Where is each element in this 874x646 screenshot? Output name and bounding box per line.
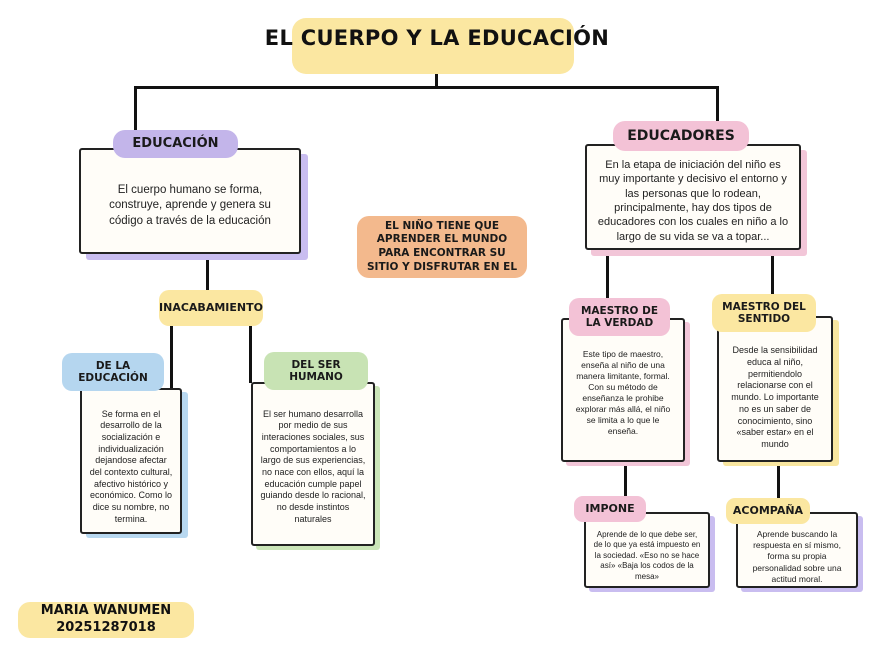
impone-text: Aprende de lo que debe ser, de lo que ya…: [593, 530, 701, 581]
educacion-box: El cuerpo humano se forma, construye, ap…: [79, 148, 301, 254]
connector-verdad-to-impone: [624, 462, 627, 502]
educadores-box: En la etapa de iniciación del niño es mu…: [585, 144, 801, 250]
de-la-educacion-box: Se forma en el desarrollo de la socializ…: [80, 388, 182, 534]
acompana-label: ACOMPAÑA: [726, 498, 810, 524]
connector-title-stem: [435, 72, 438, 88]
connector-educadores-right: [771, 250, 774, 298]
del-ser-humano-text: El ser humano desarrolla por medio de su…: [260, 408, 366, 524]
page-title: EL CUERPO Y LA EDUCACIÓN: [264, 26, 610, 50]
connector-inacabamiento-right: [249, 325, 252, 383]
del-ser-humano-label: DEL SER HUMANO: [264, 352, 368, 390]
de-la-educacion-text: Se forma en el desarrollo de la socializ…: [89, 408, 173, 524]
connector-sentido-to-acompana: [777, 462, 780, 502]
connector-top-horizontal: [135, 86, 719, 89]
acompana-text: Aprende buscando la respuesta en sí mism…: [752, 529, 842, 584]
connector-right-drop: [716, 86, 719, 148]
maestro-sentido-text: Desde la sensibilidad educa al niño, per…: [731, 345, 819, 449]
maestro-sentido-label: MAESTRO DEL SENTIDO: [712, 294, 816, 332]
author-name: MARIA WANUMEN: [40, 603, 172, 618]
educacion-label: EDUCACIÓN: [113, 130, 238, 158]
impone-label: IMPONE: [574, 496, 646, 522]
educadores-label: EDUCADORES: [613, 121, 749, 151]
author-highlight: [18, 602, 194, 638]
de-la-educacion-label: DE LA EDUCACIÓN: [62, 353, 164, 391]
connector-left-drop: [134, 86, 137, 150]
maestro-verdad-box: Este tipo de maestro, enseña al niño de …: [561, 318, 685, 462]
maestro-sentido-box: Desde la sensibilidad educa al niño, per…: [717, 316, 833, 462]
del-ser-humano-box: El ser humano desarrolla por medio de su…: [251, 382, 375, 546]
inacabamiento-label: INACABAMIENTO: [159, 290, 263, 326]
acompana-box: Aprende buscando la respuesta en sí mism…: [736, 512, 858, 588]
connector-inacabamiento-left: [170, 325, 173, 389]
maestro-verdad-text: Este tipo de maestro, enseña al niño de …: [575, 348, 671, 437]
title-highlight: [292, 18, 574, 74]
impone-box: Aprende de lo que debe ser, de lo que ya…: [584, 512, 710, 588]
author-id: 20251287018: [56, 620, 156, 635]
maestro-verdad-label: MAESTRO DE LA VERDAD: [569, 298, 670, 336]
center-note: EL NIÑO TIENE QUE APRENDER EL MUNDO PARA…: [357, 216, 527, 278]
educacion-text: El cuerpo humano se forma, construye, ap…: [109, 183, 271, 227]
educadores-text: En la etapa de iniciación del niño es mu…: [597, 159, 789, 243]
connector-educadores-left: [606, 250, 609, 302]
connector-educacion-to-inacabamiento: [206, 255, 209, 291]
